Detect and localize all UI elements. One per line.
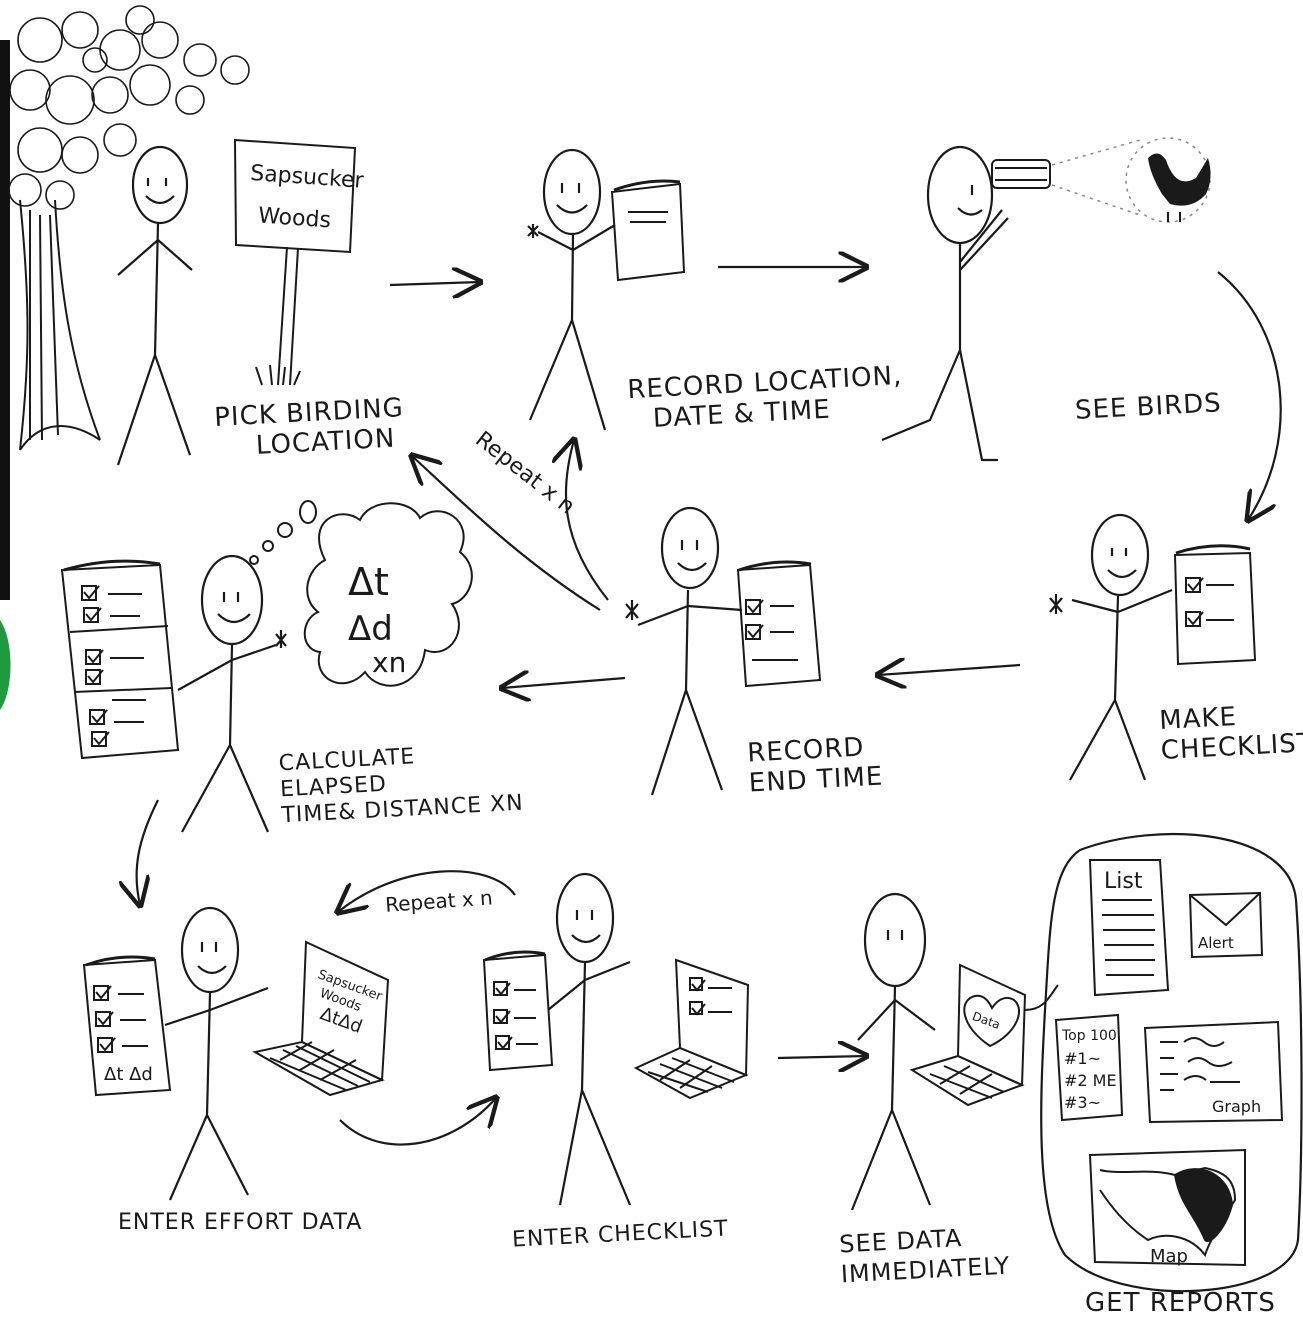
- heart-data-text: Data: [970, 1009, 1002, 1032]
- tree-icon: [8, 5, 250, 451]
- get-reports-text: Get Reports: [1085, 1288, 1276, 1318]
- heart-icon: [963, 994, 1020, 1048]
- enter-effort-text: Enter Effort Data: [118, 1210, 363, 1235]
- arrow-repeat-to-record: [566, 440, 609, 601]
- repeat-label-bottom: Repeat x n: [384, 885, 493, 916]
- figure-see-birds: [881, 145, 1009, 462]
- calculate-notepad-icon: [60, 559, 180, 760]
- list-report-label: List: [1104, 869, 1143, 894]
- end-time-notepad-icon: [736, 560, 822, 688]
- step-label-record-end: Record End Time: [747, 732, 885, 798]
- thought-bubbles: [249, 500, 317, 565]
- map-icon: [1088, 1148, 1246, 1267]
- arrow-repeat-to-pick: [412, 456, 601, 611]
- arrow-see-to-checklist: [1217, 271, 1282, 520]
- arrow-checklist-to-see-data: [777, 1056, 866, 1058]
- top100-line4: #3~: [1064, 1093, 1101, 1112]
- figure-enter-effort: [164, 906, 269, 1201]
- figure-enter-checklist: [547, 872, 632, 1206]
- graph-report-label: Graph: [1212, 1097, 1261, 1116]
- figure-record-location: [527, 148, 616, 431]
- map-report-label: Map: [1150, 1246, 1188, 1267]
- sign-text-line2: Woods: [257, 203, 331, 233]
- step-label-calculate: Calculate Elapsed Time& Distance xn: [278, 739, 524, 830]
- step-label-pick-location: Pick Birding Location: [214, 393, 407, 463]
- sign-icon: [233, 138, 357, 386]
- top100-line2: #1~: [1064, 1049, 1101, 1068]
- bird-icon: [1148, 153, 1211, 222]
- figure-make-checklist: [1049, 513, 1173, 781]
- top100-line3: #2 ME: [1064, 1071, 1117, 1090]
- reports-outline: [1040, 832, 1303, 1293]
- step-label-get-reports: Get Reports: [1085, 1288, 1276, 1318]
- step-label-enter-effort: Enter Effort Data: [118, 1208, 362, 1238]
- top100-report-icon: [1054, 1013, 1124, 1122]
- thought-delta-d: Δd: [348, 609, 393, 649]
- alert-report-label: Alert: [1198, 934, 1234, 952]
- edge-decoration: [0, 40, 11, 710]
- checklist-notepad-icon: [1173, 544, 1257, 666]
- figure-record-end-time: [625, 506, 743, 796]
- figure-pick-location: [116, 145, 193, 466]
- arrow-effort-to-checklist: [339, 1098, 496, 1146]
- step-label-make-checklist: Make Checklist: [1159, 698, 1303, 766]
- thought-cloud-icon: [303, 502, 473, 687]
- figure-see-data: [850, 892, 936, 1211]
- laptop-effort-icon: [252, 940, 390, 1097]
- graph-report-icon: [1143, 1020, 1284, 1124]
- effort-notepad-icon: [82, 955, 172, 1097]
- arrow-end-to-calculate: [502, 678, 626, 688]
- arrow-pick-to-record: [389, 282, 480, 285]
- connector-to-reports: [1024, 984, 1059, 1011]
- laptop-data-icon: [909, 963, 1027, 1107]
- thought-xn: xn: [372, 646, 406, 679]
- laptop-checklist-icon: [633, 958, 750, 1100]
- repeat-label-top: Repeat x n: [470, 427, 579, 520]
- sign-text-line1: Sapsucker: [249, 161, 365, 194]
- effort-pad-text: Δt Δd: [104, 1064, 153, 1085]
- arrow-calculate-to-effort: [137, 799, 159, 905]
- thought-delta-t: Δt: [348, 560, 389, 604]
- enter-checklist-notepad-icon: [482, 950, 554, 1072]
- notepad-icon: [610, 179, 686, 282]
- top100-line1: Top 100: [1061, 1028, 1117, 1044]
- arrow-checklist-to-end: [878, 665, 1021, 675]
- arrow-repeat-bottom: [338, 870, 516, 912]
- figure-calculate: [177, 554, 287, 833]
- sight-line: [1051, 139, 1141, 216]
- list-report-icon: [1088, 859, 1170, 997]
- envelope-icon: [1188, 891, 1264, 959]
- binoculars-icon: [991, 159, 1051, 189]
- step-label-see-data: See Data Immediately: [839, 1221, 1011, 1290]
